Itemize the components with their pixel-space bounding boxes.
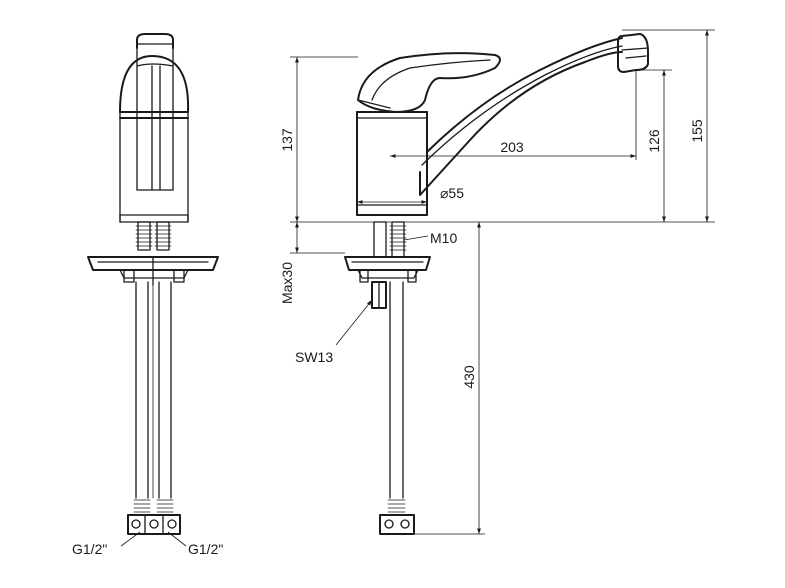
dim-m10-label: M10 xyxy=(430,230,457,246)
hose-thread-left-label: G1/2" xyxy=(72,541,107,557)
front-hoses xyxy=(133,281,174,513)
side-hose xyxy=(379,281,415,535)
dim-155-label: 155 xyxy=(689,119,705,143)
front-view: G1/2" G1/2" xyxy=(72,33,223,557)
side-stud-and-plate xyxy=(344,221,431,309)
front-mounting-plate xyxy=(87,256,219,286)
hose-thread-right-label: G1/2" xyxy=(188,541,223,557)
dim-126-label: 126 xyxy=(646,129,662,153)
dim-203-label: 203 xyxy=(500,139,524,155)
dim-sw13-label: SW13 xyxy=(295,349,333,365)
side-view xyxy=(344,33,649,535)
side-spout xyxy=(419,33,649,196)
side-lever-handle xyxy=(357,52,501,113)
front-hose-nuts xyxy=(127,514,181,535)
front-thread-studs xyxy=(135,221,172,251)
dim-diameter-label: ⌀55 xyxy=(440,185,464,201)
dim-max30-label: Max30 xyxy=(279,262,295,304)
dim-430-label: 430 xyxy=(461,365,477,389)
dimension-lines: 137 126 155 203 ⌀55 M10 Max30 430 SW13 xyxy=(279,29,715,535)
dim-137-label: 137 xyxy=(279,128,295,152)
